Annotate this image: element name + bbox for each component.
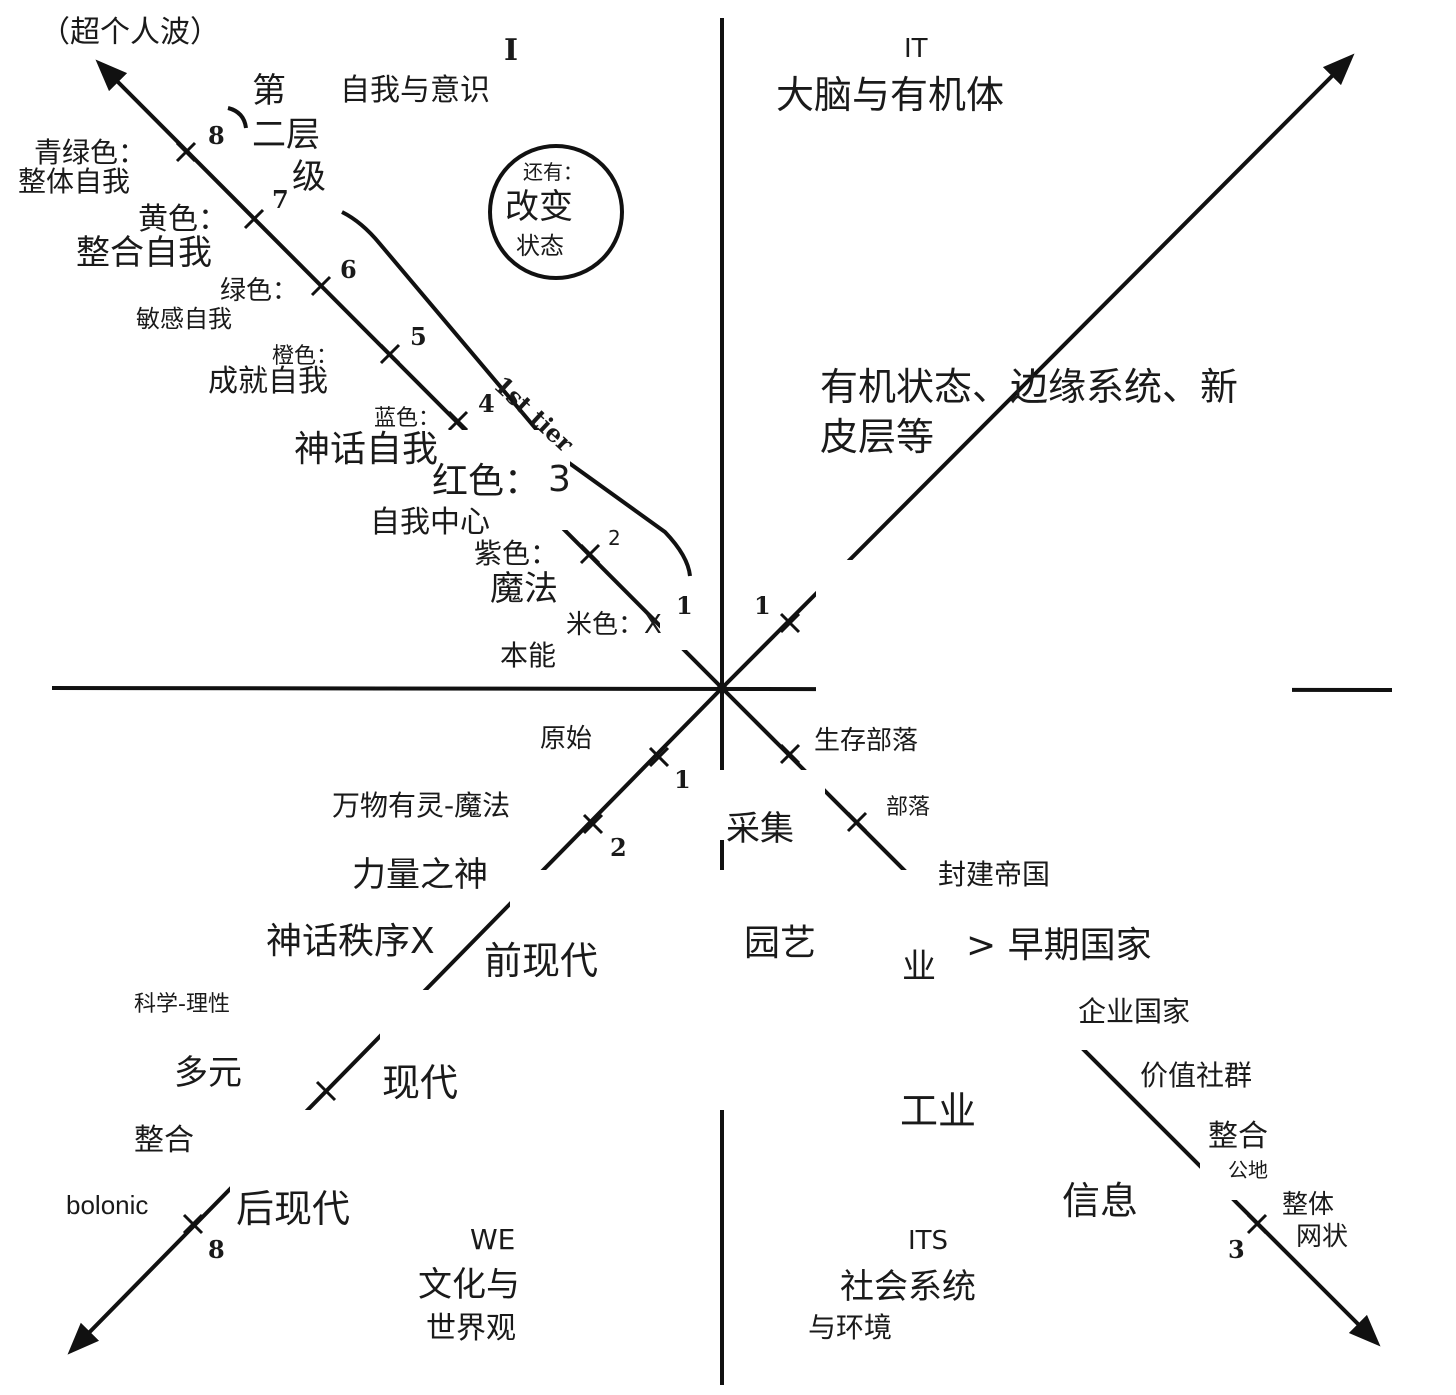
ll-label-power-gods: 力量之神 [352,855,488,895]
level-3-number: 3 [548,459,571,500]
level-4-number: 4 [478,389,495,418]
level-2-self: 魔法 [490,569,558,609]
ll-label-animistic-magic: 万物有灵-魔法 [332,789,511,822]
level-3-color: 红色： [432,461,541,502]
lower-left-title-line-1: 文化与 [418,1265,520,1305]
level-7-number: 7 [272,185,289,214]
level-6-number: 6 [340,255,357,284]
lr-label-value-communities: 价值社群 [1140,1059,1253,1092]
altered-states-line-2: 改变 [505,187,573,227]
level-2-number: 2 [608,526,621,550]
ll-label-pluralistic: 多元 [174,1053,242,1093]
lr-label-industrial: 工业 [900,1089,977,1133]
altered-states-circle [488,144,624,280]
upper-right-body-line-2: 皮层等 [820,415,935,459]
level-1-self: 本能 [500,639,557,672]
lr-label-survival-clans: 生存部落 [814,726,919,756]
lower-right-subtitle: 与环境 [808,1311,893,1344]
lr-label-agrarian-fragment: 业 [902,947,936,987]
ll-number-8: 8 [208,1235,225,1264]
level-4-color: 蓝色： [374,406,441,431]
lower-right-code: ITS [908,1226,949,1256]
upper-right-level-1-number: 1 [754,591,771,620]
lower-right-title: 社会系统 [840,1267,976,1307]
level-3-self: 自我中心 [370,505,490,540]
transpersonal-wave-label: （超个人波） [40,15,220,50]
second-tier-label-3: 级 [292,157,326,197]
ll-label-integral: 整合 [134,1123,194,1158]
level-7-self: 整合自我 [76,233,212,273]
upper-right-code: IT [904,34,928,64]
lower-left-code: WE [470,1223,516,1256]
lr-label-network: 网状 [1296,1222,1349,1252]
lr-label-commons: 公地 [1228,1158,1268,1182]
lr-label-informational: 信息 [1062,1179,1139,1223]
upper-left-title: 自我与意识 [340,73,490,108]
lr-label-corporate-state: 企业国家 [1078,995,1191,1028]
second-tier-bracket [227,106,248,129]
level-6-self: 敏感自我 [136,305,232,333]
ll-label-premodern: 前现代 [484,939,599,983]
upper-right-body-line-1: 有机状态、边缘系统、新 [820,365,1239,409]
label-masks [230,430,1300,1250]
lr-label-early-nation: > 早期国家 [966,925,1152,966]
level-5-self: 成就自我 [208,364,328,399]
ll-label-archaic: 原始 [540,724,593,754]
level-6-color: 绿色： [220,276,299,306]
level-8-number: 8 [208,121,225,150]
level-2-color: 紫色： [474,537,559,570]
ll-number-1: 1 [674,765,691,794]
lr-label-feudal-empire: 封建帝国 [938,858,1051,891]
second-tier-label-1: 第 [252,71,286,111]
ll-label-postmodern: 后现代 [236,1187,351,1231]
ll-number-2: 2 [610,833,627,862]
ll-label-bolonic: bolonic [66,1190,149,1220]
quadrant-roman-upper-left: I [504,33,519,68]
level-5-number: 5 [410,322,427,351]
lr-label-horticultural: 园艺 [744,923,817,964]
other-ticks [182,612,1268,1235]
lower-left-title-line-2: 世界观 [426,1311,516,1346]
second-tier-label-2: 二层 [252,115,320,155]
lr-label-tribal: 部落 [886,795,931,820]
level-1-color: 米色：X [566,610,662,640]
level-5-color: 橙色： [272,344,339,369]
upper-left-diagonal [95,59,724,690]
altered-states-line-3: 状态 [516,232,564,260]
center-point [717,683,727,693]
ll-label-mythic-order: 神话秩序X [266,921,435,962]
altered-states-line-1: 还有： [523,160,583,184]
ll-label-modern: 现代 [382,1061,459,1105]
level-8-self: 整体自我 [18,165,131,198]
lr-label-holistic: 整体 [1282,1190,1335,1220]
upper-left-ticks [175,141,601,565]
level-8-color: 青绿色： [34,136,147,169]
level-7-color: 黄色： [138,202,228,237]
lr-label-integral: 整合 [1208,1119,1268,1154]
upper-right-title: 大脑与有机体 [776,73,1005,117]
ll-label-scientific-rational: 科学-理性 [134,992,230,1017]
level-4-self: 神话自我 [294,429,439,470]
level-1-number: 1 [676,591,693,620]
lr-number-3: 3 [1228,1235,1245,1264]
lr-label-foraging: 采集 [726,809,794,849]
